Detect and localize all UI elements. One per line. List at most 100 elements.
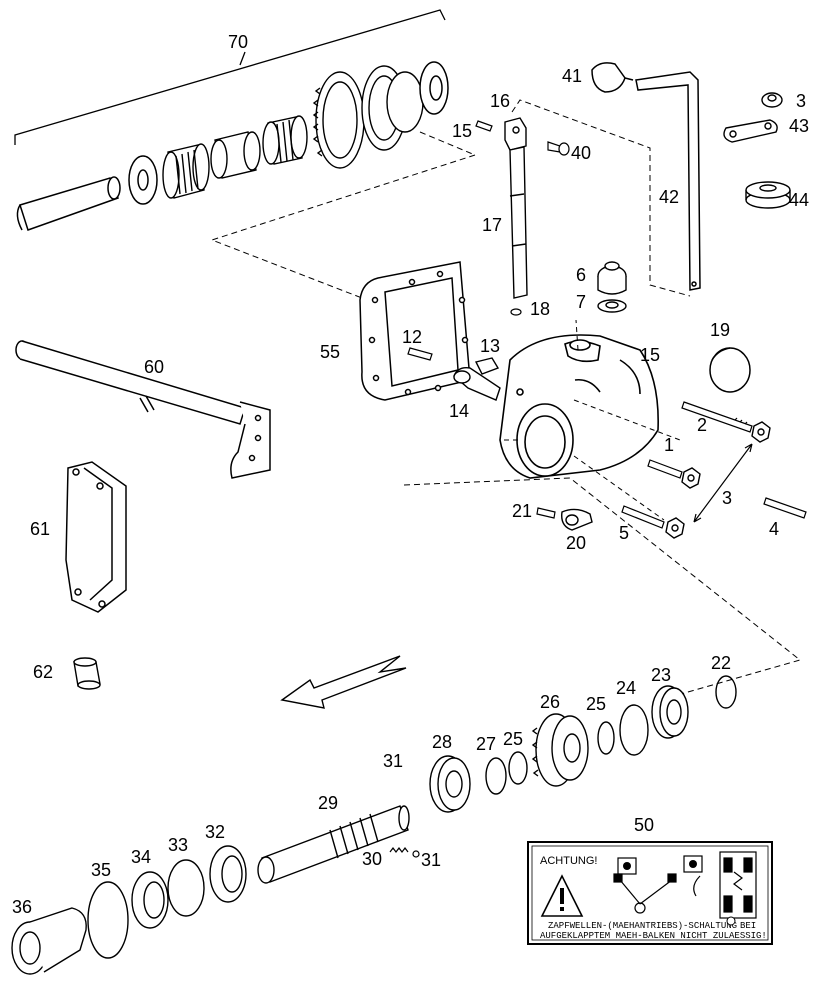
callout-40: 40 bbox=[571, 143, 592, 163]
callout-61: 61 bbox=[30, 519, 51, 539]
callout-7: 7 bbox=[576, 292, 587, 312]
drive-shaft-top bbox=[16, 176, 121, 231]
seal-32 bbox=[209, 845, 247, 903]
warning-heading: ACHTUNG! bbox=[540, 855, 597, 867]
callout-18: 18 bbox=[530, 299, 551, 319]
splined-shaft bbox=[257, 805, 410, 884]
callout-3-mid: 3 bbox=[722, 488, 733, 508]
shift-knob bbox=[591, 62, 634, 93]
stud-1 bbox=[647, 459, 683, 479]
gear-cluster bbox=[312, 65, 424, 169]
lock-plate bbox=[723, 119, 778, 143]
callout-32: 32 bbox=[205, 822, 226, 842]
bushing bbox=[73, 657, 101, 690]
callout-17: 17 bbox=[482, 215, 503, 235]
callout-15-mid: 15 bbox=[640, 345, 661, 365]
snap-ring-27 bbox=[485, 757, 507, 795]
callout-4: 4 bbox=[769, 519, 780, 539]
e-clip bbox=[510, 308, 522, 316]
assembly-arrow bbox=[693, 443, 753, 523]
callout-12: 12 bbox=[402, 327, 423, 347]
snap-ring-25 bbox=[597, 721, 615, 755]
callout-21: 21 bbox=[512, 501, 533, 521]
callout-19: 19 bbox=[710, 320, 731, 340]
leader-dashed bbox=[210, 131, 476, 299]
leader-dashed-4 bbox=[403, 477, 802, 701]
end-washer bbox=[419, 61, 449, 115]
stud-5 bbox=[621, 505, 665, 529]
slider-block bbox=[474, 357, 500, 375]
callout-6: 6 bbox=[576, 265, 587, 285]
lever-positions-icon bbox=[613, 873, 701, 914]
callout-13: 13 bbox=[480, 336, 501, 356]
gearbox-housing bbox=[499, 334, 659, 479]
callout-14: 14 bbox=[449, 401, 470, 421]
leader-dashed-3 bbox=[504, 319, 681, 521]
callout-29: 29 bbox=[318, 793, 339, 813]
hex-nut-mid bbox=[681, 467, 701, 489]
callout-55: 55 bbox=[320, 342, 341, 362]
pin-21 bbox=[536, 507, 556, 519]
stud-bolt-long bbox=[681, 401, 753, 433]
nut-top bbox=[761, 92, 783, 108]
ball-bearing-28 bbox=[429, 755, 471, 813]
needle-bearing bbox=[162, 143, 210, 199]
warning-line-1: ZAPFWELLEN-(MAEHANTRIEBS)-SCHALTUNG bbox=[548, 921, 737, 931]
circlip-22 bbox=[715, 675, 737, 709]
pin-12 bbox=[407, 347, 433, 361]
warning-line-2: AUFGEKLAPPTEM MAEH-BALKEN NICHT ZULAESSI… bbox=[540, 931, 767, 941]
stud-4 bbox=[763, 497, 807, 519]
stub-shaft bbox=[11, 907, 87, 975]
mounting-bracket bbox=[65, 461, 127, 613]
thrust-washer bbox=[128, 155, 158, 205]
lower-arm bbox=[561, 508, 593, 531]
callout-60: 60 bbox=[144, 357, 165, 377]
callout-24: 24 bbox=[616, 678, 637, 698]
callout-15-top: 15 bbox=[452, 121, 473, 141]
callout-27: 27 bbox=[476, 734, 497, 754]
shift-lever bbox=[635, 71, 701, 291]
callout-31-top: 31 bbox=[383, 751, 404, 771]
hex-nut-lower bbox=[665, 517, 685, 539]
shift-arm bbox=[453, 366, 501, 401]
callout-62: 62 bbox=[33, 662, 54, 682]
warning-line-1-end: BEI bbox=[740, 921, 756, 931]
cover-cap bbox=[709, 347, 751, 393]
callout-26: 26 bbox=[540, 692, 561, 712]
snap-ring-24 bbox=[619, 704, 649, 756]
callout-2: 2 bbox=[697, 415, 708, 435]
callout-41: 41 bbox=[562, 66, 583, 86]
callout-50: 50 bbox=[634, 815, 655, 835]
callout-20: 20 bbox=[566, 533, 587, 553]
callout-43: 43 bbox=[789, 116, 810, 136]
callout-35: 35 bbox=[91, 860, 112, 880]
callout-22: 22 bbox=[711, 653, 732, 673]
callout-31-bottom: 31 bbox=[421, 850, 442, 870]
shift-rod bbox=[509, 146, 528, 299]
tractor-topview-icon bbox=[719, 851, 757, 919]
callout-3-top: 3 bbox=[796, 91, 807, 111]
rubber-grommet bbox=[745, 181, 791, 209]
callout-28: 28 bbox=[432, 732, 453, 752]
ball-31 bbox=[412, 850, 420, 858]
callout-16: 16 bbox=[490, 91, 511, 111]
snap-ring-35 bbox=[87, 881, 129, 959]
callout-23: 23 bbox=[651, 665, 672, 685]
sealing-washer bbox=[597, 299, 627, 313]
warning-label: ACHTUNG! ZAPFWELLEN-(MAEHANTRIEBS)-SCHAL… bbox=[527, 841, 773, 945]
callout-1: 1 bbox=[664, 435, 675, 455]
callout-34: 34 bbox=[131, 847, 152, 867]
roll-pin bbox=[475, 120, 493, 132]
snap-ring-25b bbox=[508, 751, 528, 785]
hex-nut-upper bbox=[751, 421, 771, 443]
pinion-gear bbox=[531, 713, 589, 787]
leader-dashed-2 bbox=[511, 99, 691, 297]
ball-bearing-23 bbox=[651, 685, 689, 739]
group-70-bracket bbox=[14, 9, 446, 145]
callout-25-left: 25 bbox=[503, 729, 524, 749]
sleeve bbox=[210, 131, 261, 179]
snap-ring-33 bbox=[167, 859, 205, 917]
direction-arrow bbox=[280, 655, 407, 709]
needle-bearing-2 bbox=[262, 115, 308, 165]
